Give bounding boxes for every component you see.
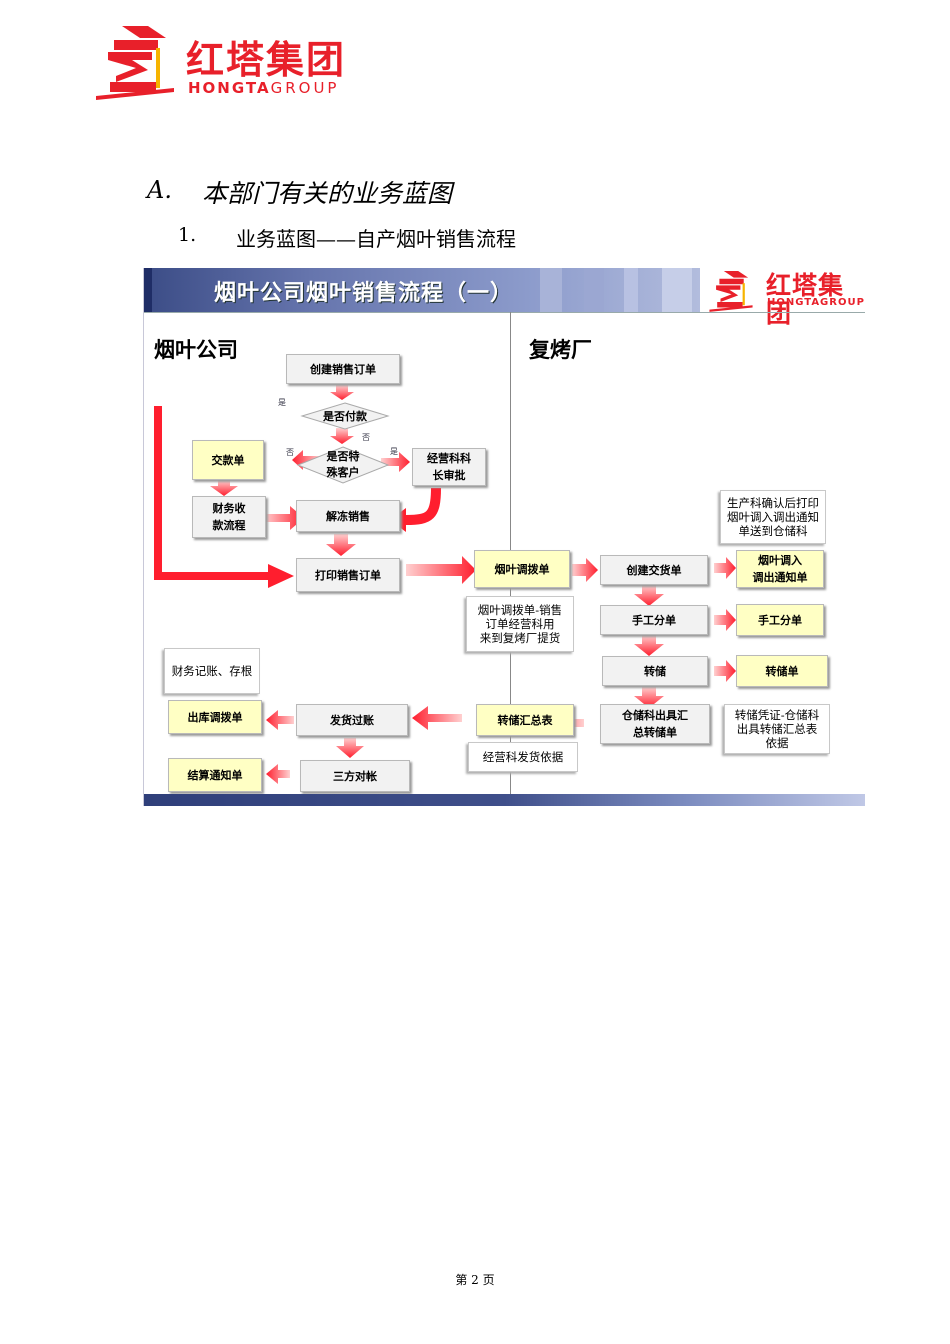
node-outbound-doc: 出库调拨单 — [168, 700, 262, 734]
slide-logo-chinese: 红塔集团 — [766, 271, 845, 328]
label-yes-2: 是 — [390, 447, 398, 456]
node-manager-approval: 经营科科 长审批 — [412, 448, 486, 486]
label-no-2: 否 — [362, 433, 370, 442]
node-warehouse-summary: 仓储科出具汇 总转储单 — [600, 704, 710, 744]
note-finance: 财务记账、存根 — [164, 648, 260, 694]
lane-header-divider — [144, 312, 865, 313]
label-yes-1: 是 — [278, 398, 286, 407]
decision-special-customer — [296, 446, 390, 484]
node-transfer-store: 转储 — [602, 656, 708, 686]
note-transfer-order: 烟叶调拨单-销售 订单经营科用 来到复烤厂提货 — [466, 596, 574, 652]
slide-title-bar — [144, 268, 700, 312]
flowchart-slide: 烟叶公司烟叶销售流程（一） 红塔集团 HONGTAGROUP 烟叶公司 复烤厂 — [143, 268, 865, 806]
decision-special-customer-label: 是否特 殊客户 — [326, 450, 360, 479]
node-summary-table: 转储汇总表 — [476, 704, 574, 736]
node-manual-split: 手工分单 — [600, 605, 708, 635]
lane-label-right: 复烤厂 — [529, 338, 592, 362]
slide-logo-english: HONGTAGROUP — [767, 297, 865, 308]
node-print-order: 打印销售订单 — [296, 558, 400, 592]
hongta-logo-icon — [96, 26, 174, 100]
node-create-order: 创建销售订单 — [286, 354, 400, 384]
label-no-1: 否 — [286, 448, 294, 457]
node-delivery-posting: 发货过账 — [296, 704, 408, 736]
lane-label-left: 烟叶公司 — [154, 338, 238, 362]
node-payment-slip: 交款单 — [192, 440, 264, 480]
node-unfreeze-sales: 解冻销售 — [296, 500, 400, 532]
page-number: 第 2 页 — [455, 1273, 495, 1287]
node-transfer-notice: 烟叶调入 调出通知单 — [736, 550, 824, 588]
node-manual-split-doc: 手工分单 — [736, 604, 824, 636]
decision-is-paid-label: 是否付款 — [323, 410, 367, 423]
node-finance-flow: 财务收 款流程 — [192, 496, 266, 538]
node-create-delivery: 创建交货单 — [600, 555, 708, 585]
decision-is-paid — [300, 402, 390, 430]
logo-chinese-name: 红塔集团 — [186, 38, 347, 82]
heading-a-marker: A. — [147, 176, 172, 204]
note-voucher: 转储凭证-仓储科 出具转储汇总表 依据 — [724, 704, 830, 754]
node-settlement-notice: 结算通知单 — [168, 758, 262, 792]
heading-a-text: 本部门有关的业务蓝图 — [202, 179, 453, 208]
node-transfer-order: 烟叶调拨单 — [474, 550, 570, 588]
node-transfer-store-doc: 转储单 — [736, 655, 828, 687]
note-production: 生产科确认后打印 烟叶调入调出通知 单送到仓储科 — [720, 490, 826, 544]
heading-1-marker: 1. — [178, 224, 197, 246]
slide-bottom-bar — [144, 794, 865, 806]
heading-1-text: 业务蓝图——自产烟叶销售流程 — [236, 227, 516, 251]
logo-english-name: HONGTAGROUP — [188, 79, 340, 97]
slide-title: 烟叶公司烟叶销售流程（一） — [214, 281, 514, 306]
hongta-logo-icon — [709, 271, 753, 312]
note-basis: 经营科发货依据 — [468, 742, 578, 772]
node-three-party: 三方对帐 — [300, 760, 410, 792]
